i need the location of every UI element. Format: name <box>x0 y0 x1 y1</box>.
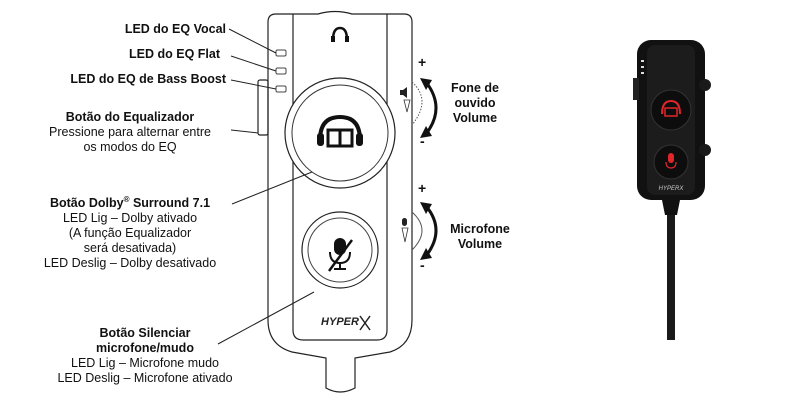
device-panel <box>292 14 388 341</box>
label-dolby-button: Botão Dolby® Surround 7.1 LED Lig – Dolb… <box>25 192 235 271</box>
label-led-bass: LED do EQ de Bass Boost <box>70 72 226 86</box>
mic-volume-minus: - <box>420 257 425 273</box>
label-mute-button: Botão Silenciar microfone/mudo LED Lig –… <box>40 326 250 386</box>
leader-led-bass <box>230 79 277 90</box>
mute-title-1: Botão Silenciar <box>99 326 191 340</box>
svg-text:HYPERX: HYPERX <box>659 186 685 192</box>
mic-volume-wheel <box>411 211 423 251</box>
dolby-title: Botão Dolby® Surround 7.1 <box>49 195 211 211</box>
mute-desc-2: LED Deslig – Microfone ativado <box>57 371 233 385</box>
label-led-vocal: LED do EQ Vocal <box>124 22 226 36</box>
label-headphone-volume: Fone de ouvido Volume <box>451 81 499 125</box>
mic-volume-arrow <box>424 205 438 257</box>
dolby-desc-2: (A função Equalizador <box>68 226 192 241</box>
leader-mute <box>217 291 315 345</box>
led-vocal <box>275 49 287 57</box>
leader-eq-button <box>230 129 259 134</box>
eq-side-button <box>257 79 269 136</box>
led-flat <box>275 67 287 75</box>
mic-volume-icon <box>401 218 409 243</box>
headphone-volume-minus: - <box>420 133 425 149</box>
leader-dolby <box>231 171 313 205</box>
headphone-jack-icon <box>331 26 349 41</box>
mic-volume-plus: + <box>418 180 427 196</box>
eq-button-desc-2: os modos do EQ <box>83 140 177 154</box>
hyperx-logo: HYPER <box>321 316 359 328</box>
led-bass <box>275 85 287 93</box>
dolby-desc-3: será desativada) <box>83 241 177 256</box>
label-led-flat: LED do EQ Flat <box>129 47 220 61</box>
dolby-headphone-icon <box>317 114 363 148</box>
dolby-desc-1: LED Lig – Dolby ativado <box>62 211 198 226</box>
headphone-volume-wheel <box>411 81 423 126</box>
headphone-volume-arrow <box>424 81 438 135</box>
mic-mute-icon <box>327 238 354 272</box>
device-outline <box>267 10 413 393</box>
device-photo: HYPERX <box>633 40 711 340</box>
eq-button-desc-1: Pressione para alternar entre <box>49 125 211 139</box>
eq-button-title: Botão do Equalizador <box>65 110 195 124</box>
mute-title-2: microfone/mudo <box>96 341 194 355</box>
speaker-volume-icon <box>400 87 411 113</box>
leader-led-vocal <box>228 28 277 54</box>
label-mic-volume: Microfone Volume <box>450 222 510 251</box>
headphone-volume-plus: + <box>418 54 427 70</box>
dolby-desc-4: LED Deslig – Dolby desativado <box>43 256 217 271</box>
mute-desc-1: LED Lig – Microfone mudo <box>71 356 219 370</box>
label-eq-button: Botão do Equalizador Pressione para alte… <box>30 110 230 155</box>
leader-led-flat <box>230 55 277 72</box>
